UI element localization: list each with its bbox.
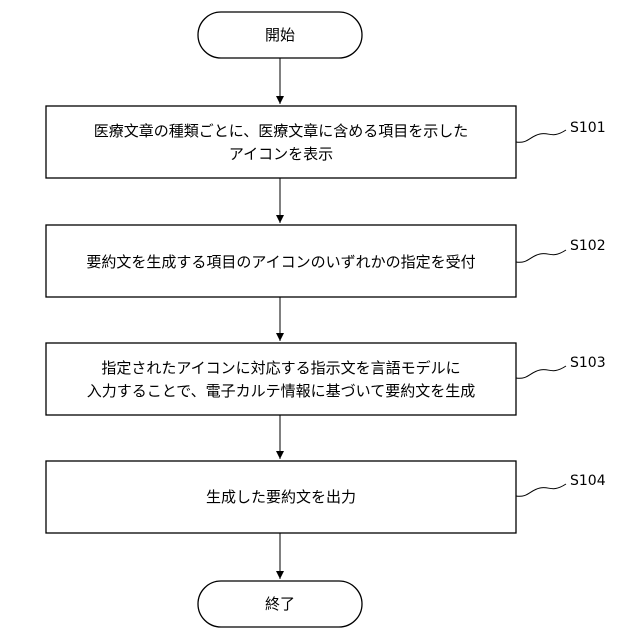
step-s102-line-1: 要約文を生成する項目のアイコンのいずれかの指定を受付 [86, 253, 475, 271]
step-s103-line-1: 指定されたアイコンに対応する指示文を言語モデルに [101, 359, 460, 377]
leader-s102 [516, 250, 566, 262]
start-label: 開始 [265, 26, 295, 44]
step-s103-line-2: 入力することで、電子カルテ情報に基づいて要約文を生成 [87, 382, 476, 400]
process-step-s103: 指定されたアイコンに対応する指示文を言語モデルに 入力することで、電子カルテ情報… [46, 343, 516, 415]
end-terminal: 終了 [198, 581, 362, 627]
process-step-s102: 要約文を生成する項目のアイコンのいずれかの指定を受付 [46, 225, 516, 297]
step-id-s101: S101 [570, 120, 606, 136]
step-id-s102: S102 [570, 238, 606, 254]
process-step-s101: 医療文章の種類ごとに、医療文章に含める項目を示した アイコンを表示 [46, 106, 516, 178]
process-step-s104: 生成した要約文を出力 [46, 461, 516, 533]
step-s101-line-2: アイコンを表示 [229, 145, 333, 163]
leader-s103 [516, 366, 566, 378]
end-label: 終了 [265, 595, 295, 613]
start-terminal: 開始 [198, 12, 362, 58]
step-s101-line-1: 医療文章の種類ごとに、医療文章に含める項目を示した [94, 122, 469, 140]
step-id-s104: S104 [570, 473, 606, 489]
leader-s104 [516, 484, 566, 496]
step-id-s103: S103 [570, 355, 606, 371]
step-s104-line-1: 生成した要約文を出力 [206, 488, 356, 506]
leader-s101 [516, 130, 566, 142]
